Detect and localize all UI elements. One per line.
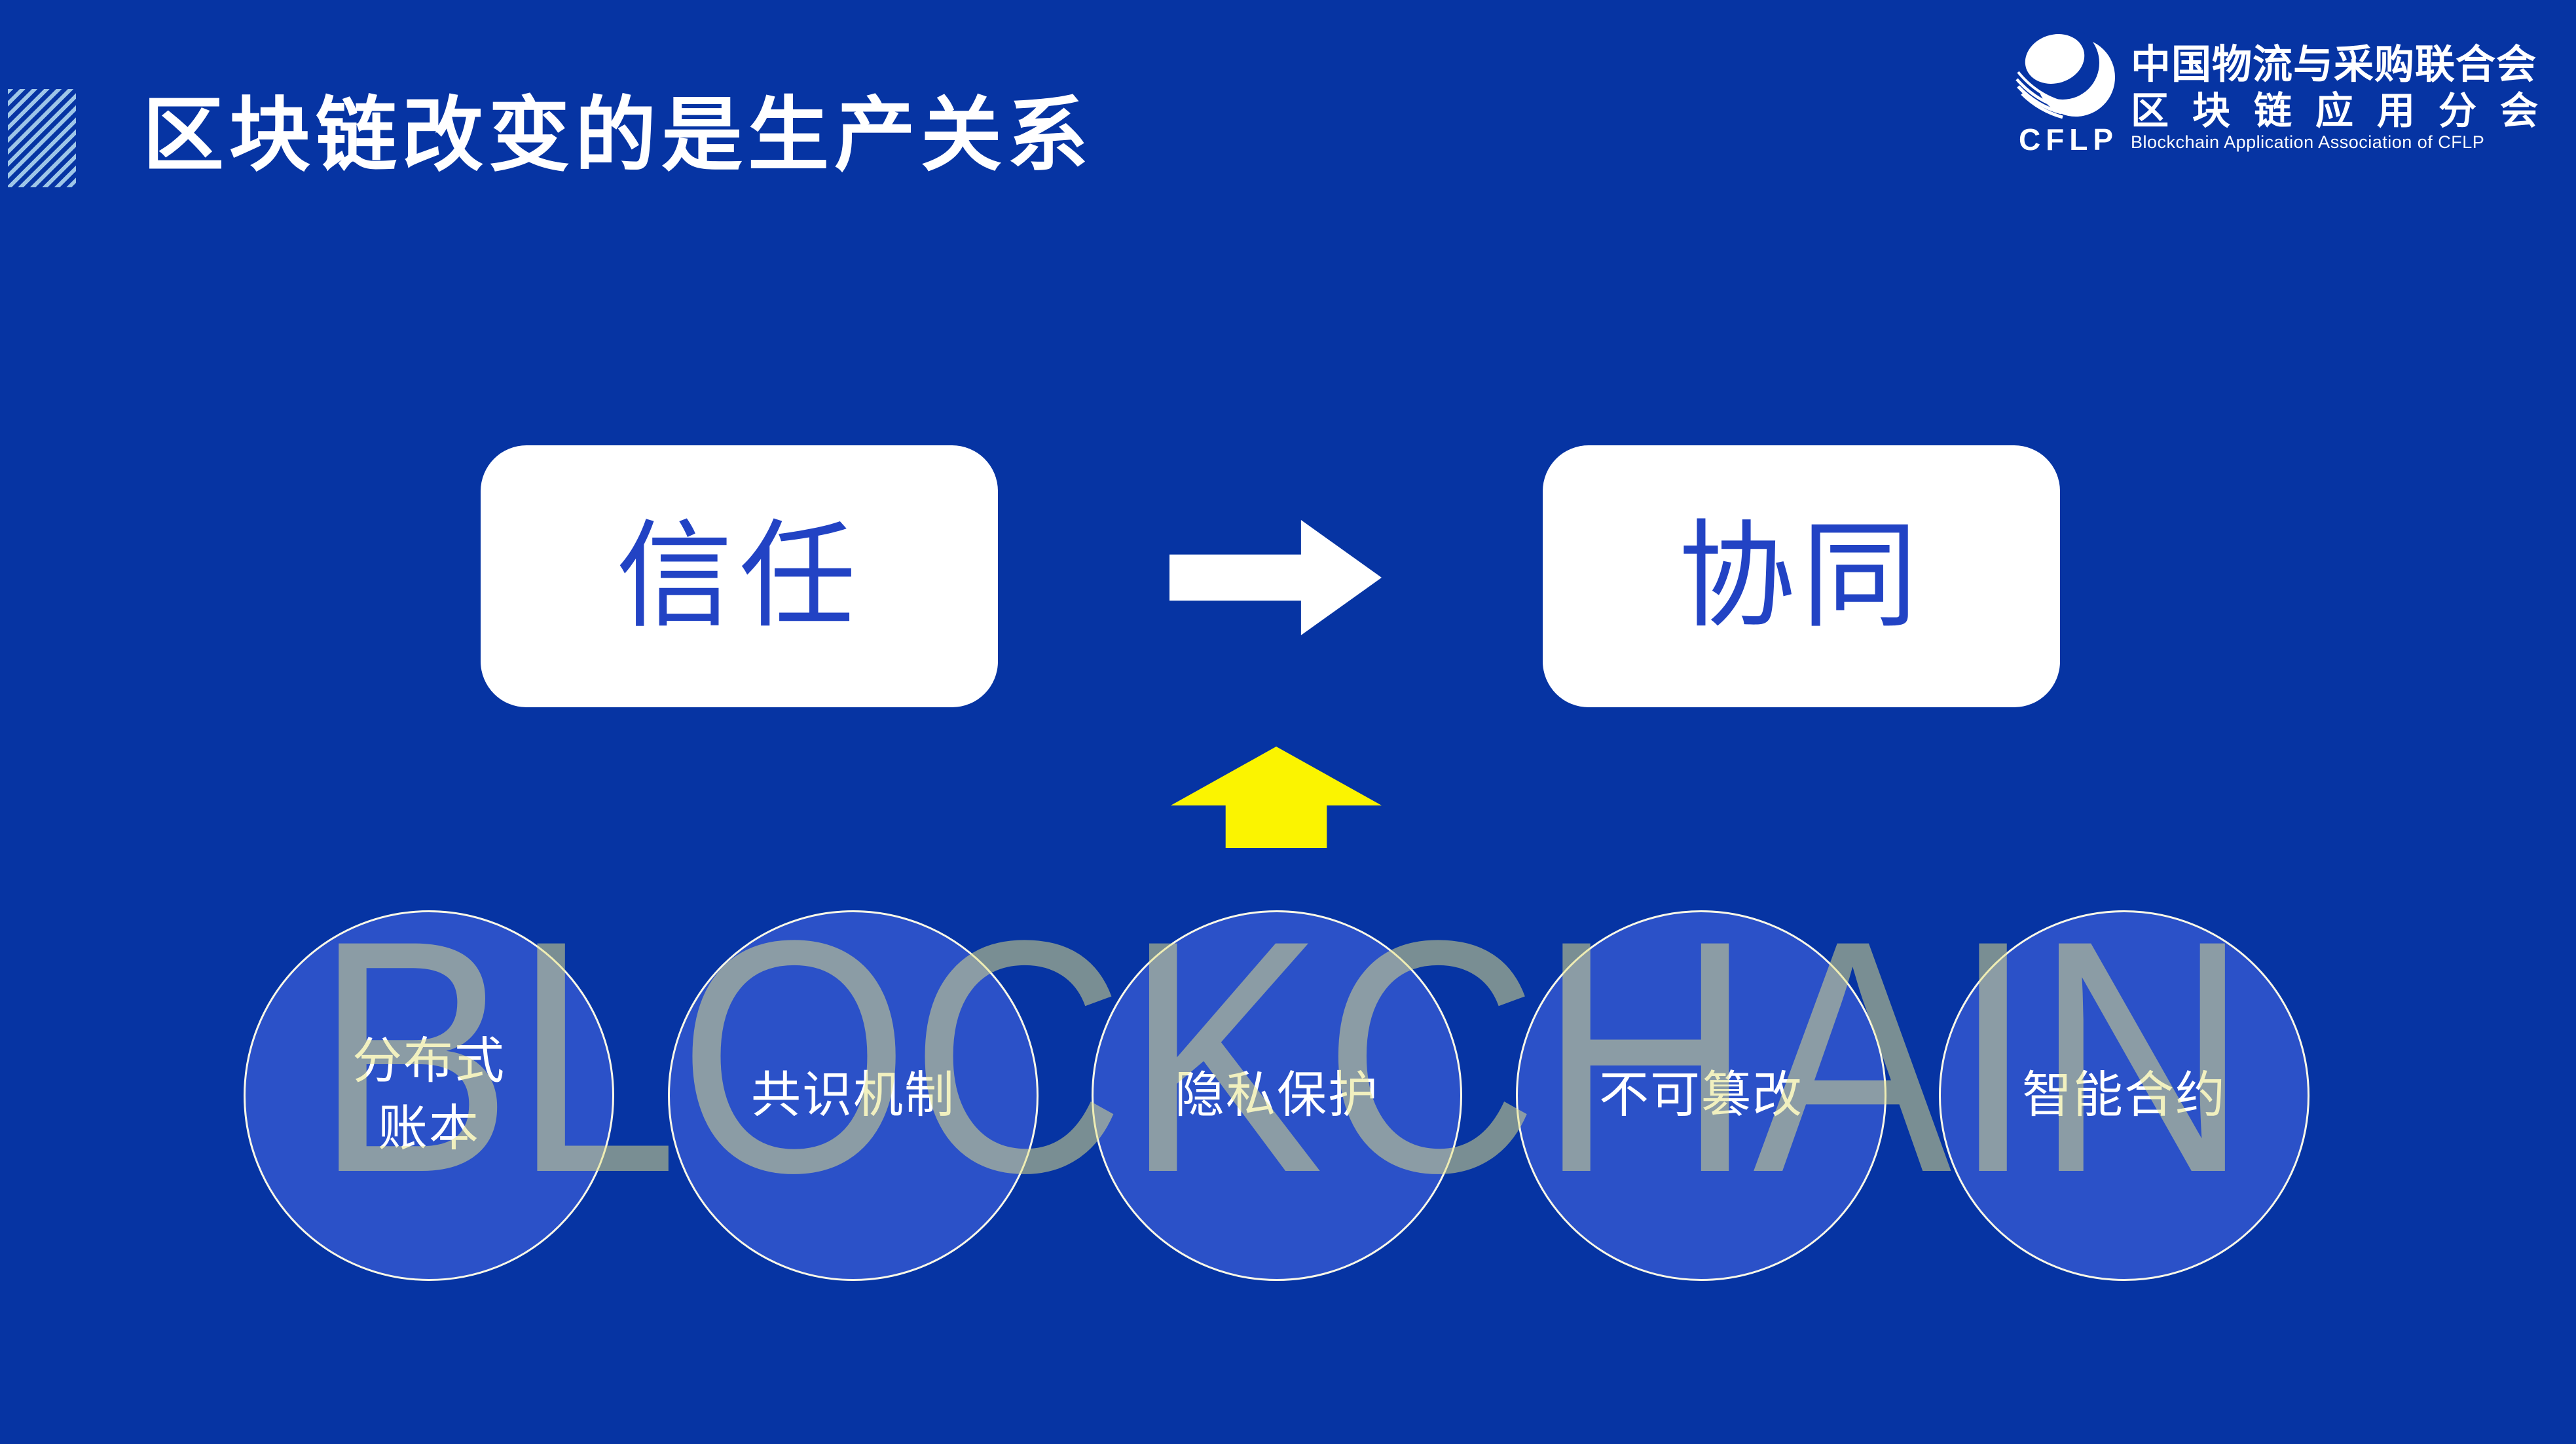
feature-circle-immutability: 不可篡改 [1516,910,1886,1281]
collaboration-box: 协同 [1543,445,2060,707]
feature-label-immutability: 不可篡改 [1599,1067,1803,1123]
striped-accent [8,89,76,187]
feature-circle-smart-contract: 智能合约 [1939,910,2309,1281]
feature-circle-distributed-ledger: 分布式 账本 [244,910,614,1281]
trust-box-label: 信任 [616,511,862,641]
trust-box: 信任 [481,445,998,707]
feature-label-smart-contract: 智能合约 [2022,1067,2226,1123]
arrow-right-icon [1169,520,1382,635]
page-title: 区块链改变的是生产关系 [143,90,1094,181]
cflp-logo-icon [2015,29,2115,119]
org-name-en: Blockchain Application Association of CF… [2131,132,2485,152]
org-name-cn: 中国物流与采购联合会 [2131,42,2537,86]
feature-circle-privacy-protection: 隐私保护 [1092,910,1462,1281]
collaboration-box-label: 协同 [1678,511,1924,641]
arrow-up-icon [1171,747,1382,848]
feature-label-distributed-ledger: 分布式 账本 [352,1033,506,1157]
cflp-logo: CFLP 中国物流与采购联合会 区块链应用分会 Blockchain Appli… [2010,25,2547,182]
cflp-acronym: CFLP [2018,122,2119,157]
feature-circle-consensus-mechanism: 共识机制 [668,910,1039,1281]
org-branch-cn: 区块链应用分会 [2131,90,2562,132]
feature-label-consensus-mechanism: 共识机制 [751,1067,955,1123]
feature-label-privacy-protection: 隐私保护 [1175,1067,1379,1123]
